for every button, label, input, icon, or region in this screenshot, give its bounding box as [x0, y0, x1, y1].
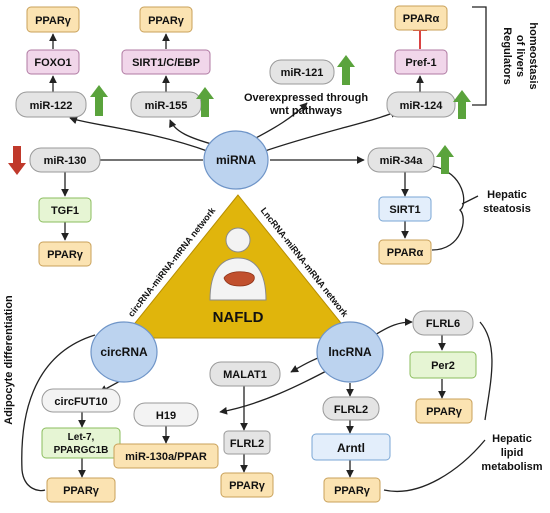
svg-text:FLRL2: FLRL2: [230, 438, 264, 450]
up-arrow-icon-mir124: [453, 90, 471, 119]
up-arrow-icon-mir121: [337, 55, 355, 85]
svg-text:Per2: Per2: [431, 360, 455, 372]
node-ppar-g-5: PPARγ: [220, 472, 274, 498]
svg-text:Pref-1: Pref-1: [405, 57, 436, 69]
up-arrow-icon-mir122: [90, 85, 108, 116]
svg-text:SIRT1: SIRT1: [389, 204, 420, 216]
hepatic-lipid-line1: Hepatic: [492, 433, 532, 445]
node-sirt1: SIRT1: [378, 196, 432, 222]
nafld-label: NAFLD: [213, 309, 264, 326]
node-flrl2-a: FLRL2: [223, 430, 271, 455]
svg-text:H19: H19: [156, 410, 176, 422]
connectors: [21, 29, 493, 492]
svg-text:PPARα: PPARα: [403, 13, 440, 25]
node-ppar-a-1: PPARα: [394, 5, 448, 31]
node-let7-ppargc1b: Let-7, PPARGC1B: [41, 427, 121, 459]
node-mir155: miR-155: [130, 91, 202, 118]
node-pref1: Pref-1: [394, 49, 448, 75]
node-mir124: miR-124: [386, 91, 456, 118]
node-flrl6: FLRL6: [412, 310, 474, 336]
node-ppar-g-2: PPARγ: [139, 6, 193, 33]
svg-text:Arntl: Arntl: [337, 441, 365, 455]
node-mir121: miR-121: [269, 59, 335, 85]
node-arntl: Arntl: [311, 433, 391, 461]
node-circfut10: circFUT10: [41, 388, 121, 413]
hepatic-steatosis-line1: Hepatic: [487, 189, 527, 201]
node-mir130a-ppar: miR-130a/PPAR: [113, 443, 219, 469]
regulators-line3: homeostasis: [527, 22, 539, 89]
svg-text:miR-124: miR-124: [400, 100, 444, 112]
svg-text:miR-34a: miR-34a: [380, 155, 424, 167]
svg-text:circFUT10: circFUT10: [54, 396, 107, 408]
svg-text:PPARγ: PPARγ: [426, 406, 463, 418]
node-ppar-g-1: PPARγ: [26, 6, 80, 33]
hepatic-lipid-line2: lipid: [501, 447, 524, 459]
node-ppar-a-2: PPARα: [378, 239, 432, 265]
node-tgf1: TGF1: [38, 197, 92, 223]
node-h19: H19: [133, 402, 199, 427]
svg-text:miR-155: miR-155: [145, 100, 188, 112]
regulators-line1: Regulators: [501, 27, 513, 84]
node-mir130: miR-130: [29, 147, 101, 173]
regulators-bracket: [472, 6, 487, 106]
svg-text:miR-130: miR-130: [44, 155, 87, 167]
svg-text:SIRT1/C/EBP: SIRT1/C/EBP: [132, 57, 200, 69]
svg-text:PPARGC1B: PPARGC1B: [54, 445, 109, 456]
svg-text:miR-130a/PPAR: miR-130a/PPAR: [125, 451, 207, 463]
regulators-line2: of livers: [514, 35, 526, 77]
svg-text:miR-122: miR-122: [30, 100, 73, 112]
node-ppar-g-4: PPARγ: [46, 477, 116, 503]
node-sirt1-cebp: SIRT1/C/EBP: [121, 49, 211, 75]
down-arrow-icon-mir130: [8, 146, 26, 175]
node-per2: Per2: [409, 351, 477, 379]
svg-text:PPARγ: PPARγ: [148, 15, 185, 27]
circrna-hub-label: circRNA: [100, 345, 148, 359]
node-flrl2-b: FLRL2: [322, 396, 380, 421]
mirna-hub[interactable]: miRNA: [203, 130, 269, 190]
svg-text:PPARγ: PPARγ: [229, 480, 266, 492]
svg-text:FLRL6: FLRL6: [426, 318, 460, 330]
svg-text:FLRL2: FLRL2: [334, 404, 368, 416]
adipocyte-label: Adipocyte differentiation: [3, 295, 15, 425]
node-ppar-g-6: PPARγ: [323, 477, 381, 503]
lncrna-hub[interactable]: lncRNA: [316, 321, 384, 383]
mirna-hub-label: miRNA: [216, 153, 256, 167]
nafld-triangle: NAFLD: [121, 194, 355, 339]
svg-text:Let-7,: Let-7,: [68, 432, 95, 443]
liver-icon: [223, 271, 255, 287]
svg-text:FOXO1: FOXO1: [34, 57, 71, 69]
svg-text:MALAT1: MALAT1: [223, 369, 267, 381]
node-mir34a: miR-34a: [367, 147, 435, 173]
hepatic-lipid-line3: metabolism: [481, 461, 542, 473]
svg-text:PPARγ: PPARγ: [63, 485, 100, 497]
lncrna-hub-label: lncRNA: [328, 345, 372, 359]
svg-text:TGF1: TGF1: [51, 205, 79, 217]
node-mir122: miR-122: [15, 91, 87, 118]
svg-text:PPARα: PPARα: [387, 247, 424, 259]
svg-text:PPARγ: PPARγ: [334, 485, 371, 497]
node-malat1: MALAT1: [209, 361, 281, 387]
up-arrow-icon-mir155: [196, 87, 214, 117]
overexpressed-line2: wnt pathways: [269, 105, 342, 117]
node-ppar-g-3: PPARγ: [38, 241, 92, 267]
circrna-hub[interactable]: circRNA: [90, 321, 158, 383]
node-foxo1: FOXO1: [26, 49, 80, 75]
hepatic-steatosis-line2: steatosis: [483, 203, 531, 215]
up-arrow-icon-mir34a: [436, 145, 454, 174]
overexpressed-line1: Overexpressed through: [244, 92, 368, 104]
node-ppar-g-7: PPARγ: [415, 398, 473, 424]
svg-text:PPARγ: PPARγ: [47, 249, 84, 261]
svg-text:miR-121: miR-121: [281, 67, 324, 79]
svg-text:PPARγ: PPARγ: [35, 15, 72, 27]
